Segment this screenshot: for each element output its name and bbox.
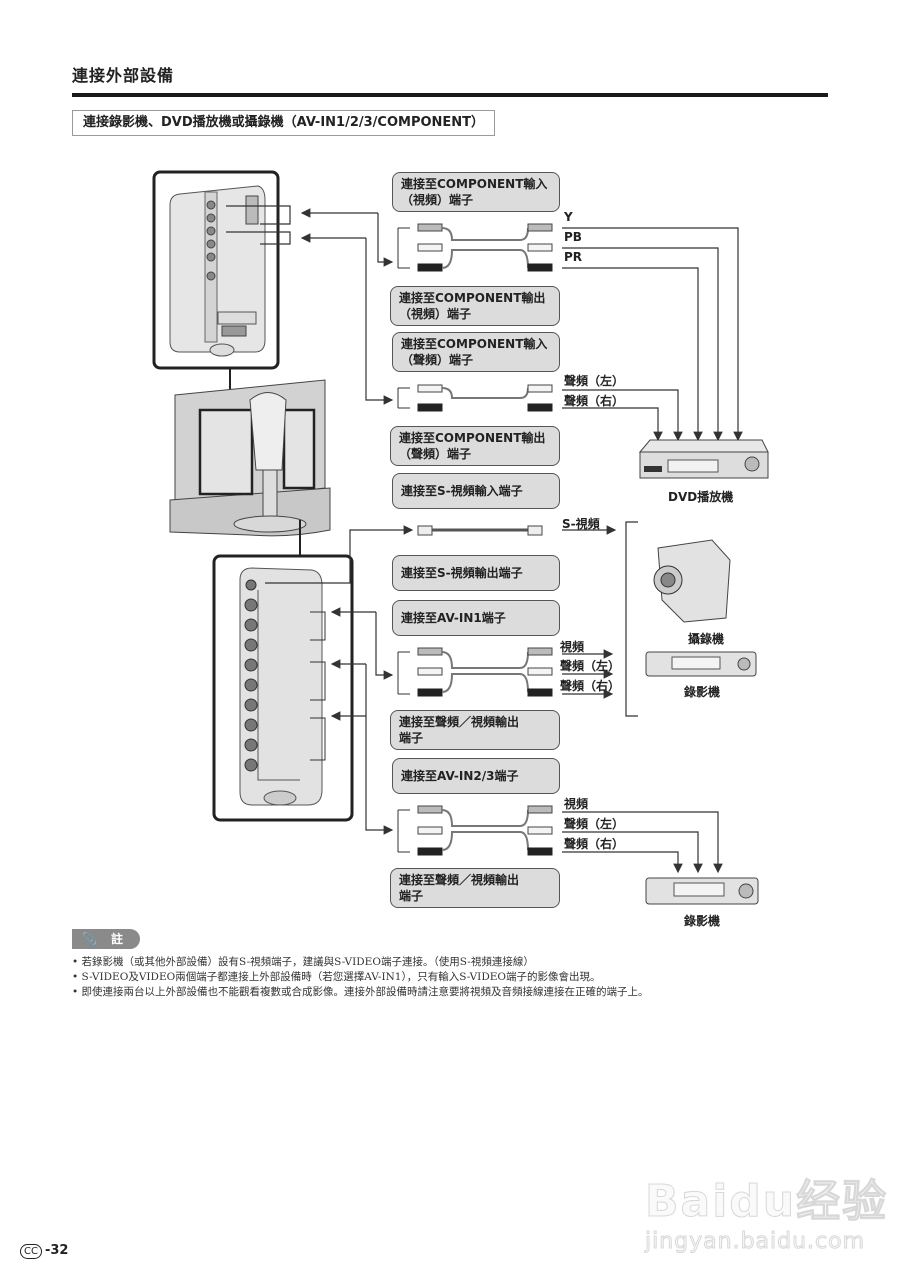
bubble-line: 端子 [399, 889, 424, 903]
device-group-bracket [625, 521, 638, 717]
bubble-s-video-output: 連接至S-視頻輸出端子 [392, 555, 560, 591]
bubble-line: 連接至COMPONENT輸出 [399, 291, 546, 305]
bubble-component-video-output: 連接至COMPONENT輸出 （視頻）端子 [390, 286, 560, 326]
bubble-line: 連接至聲頻／視頻輸出 [399, 715, 520, 729]
bubble-av-in23-input: 連接至AV-IN2/3端子 [392, 758, 560, 794]
bubble-line: （視頻）端子 [399, 307, 472, 321]
signal-label-audio-left: 聲頻（左） [564, 374, 625, 388]
bubble-line: （聲頻）端子 [399, 447, 472, 461]
signal-label-video: 視頻 [560, 640, 585, 654]
section-title: 連接外部設備 [72, 66, 175, 85]
component-video-cable [397, 223, 743, 442]
watermark-brand: Baidu经验 [644, 1176, 889, 1228]
component-audio-cable [397, 384, 683, 442]
watermark: Baidu经验 jingyan.baidu.com [644, 1165, 889, 1255]
signal-label-audio-right: 聲頻（右） [564, 837, 625, 851]
rear-terminal-inset [152, 170, 291, 395]
language-badge: CC [20, 1244, 42, 1259]
bubble-line: 連接至COMPONENT輸出 [399, 431, 546, 445]
s-video-cable [417, 525, 617, 536]
signal-label-y: Y [564, 210, 573, 224]
bubble-line: 端子 [399, 731, 424, 745]
component-jacks [206, 200, 216, 281]
signal-label-audio-right: 聲頻（右） [564, 394, 625, 408]
subsection-title: 連接錄影機、DVD播放機或攝錄機（AV-IN1/2/3/COMPONENT） [72, 110, 496, 136]
side-terminal-inset [212, 554, 354, 822]
bubble-line: （聲頻）端子 [401, 353, 474, 367]
note-item: • 若錄影機（或其他外部設備）設有S-視頻端子，建議與S-VIDEO端子連接。（… [72, 956, 534, 968]
note-item: • S-VIDEO及VIDEO兩個端子都連接上外部設備時（若您選擇AV-IN1）… [72, 971, 601, 983]
bubble-line: 連接至COMPONENT輸入 [401, 337, 548, 351]
tv-rear-illustration [169, 379, 331, 555]
signal-label-s-video: S-視頻 [562, 517, 600, 531]
bubble-line: 連接至聲頻／視頻輸出 [399, 873, 520, 887]
title-rule [72, 93, 828, 97]
note-item: • 即使連接兩台以上外部設備也不能觀看複數或合成影像。連接外部設備時請注意要將視… [72, 986, 649, 998]
vcr1-illustration [645, 651, 757, 677]
vcr1-label: 錄影機 [684, 685, 721, 699]
paperclip-icon: 📎 [82, 932, 97, 946]
av-in23-cable [397, 805, 723, 874]
vcr2-label: 錄影機 [684, 914, 721, 928]
page-number-value: -32 [44, 1243, 69, 1258]
signal-label-audio-right: 聲頻（右） [560, 679, 621, 693]
signal-label-pb: PB [564, 230, 582, 244]
camcorder-illustration [653, 539, 731, 623]
bubble-av-in23-output: 連接至聲頻／視頻輸出 端子 [390, 868, 560, 908]
note-badge: 📎註 [72, 929, 140, 949]
watermark-url: jingyan.baidu.com [644, 1229, 866, 1255]
dvd-player-illustration [638, 439, 769, 479]
signal-label-pr: PR [564, 250, 583, 264]
vcr2-illustration [645, 877, 759, 905]
bubble-component-audio-output: 連接至COMPONENT輸出 （聲頻）端子 [390, 426, 560, 466]
bubble-component-audio-input: 連接至COMPONENT輸入 （聲頻）端子 [392, 332, 560, 372]
dvd-player-label: DVD播放機 [668, 490, 734, 504]
signal-label-audio-left: 聲頻（左） [564, 817, 625, 831]
side-jacks [244, 579, 258, 772]
av-in1-cable [397, 647, 614, 699]
bubble-component-video-input: 連接至COMPONENT輸入 （視頻）端子 [392, 172, 560, 212]
camcorder-label: 攝錄機 [688, 632, 725, 646]
bubble-s-video-input: 連接至S-視頻輸入端子 [392, 473, 560, 509]
connection-diagram [152, 170, 769, 905]
page-number: CC-32 [20, 1243, 68, 1259]
bubble-line: 連接至COMPONENT輸入 [401, 177, 548, 191]
signal-label-audio-left: 聲頻（左） [560, 659, 621, 673]
notes-list: • 若錄影機（或其他外部設備）設有S-視頻端子，建議與S-VIDEO端子連接。（… [72, 955, 649, 1000]
bubble-line: （視頻）端子 [401, 193, 474, 207]
signal-label-video: 視頻 [564, 797, 589, 811]
bubble-av-in1-output: 連接至聲頻／視頻輸出 端子 [390, 710, 560, 750]
bubble-av-in1-input: 連接至AV-IN1端子 [392, 600, 560, 636]
note-badge-label: 註 [110, 932, 123, 946]
